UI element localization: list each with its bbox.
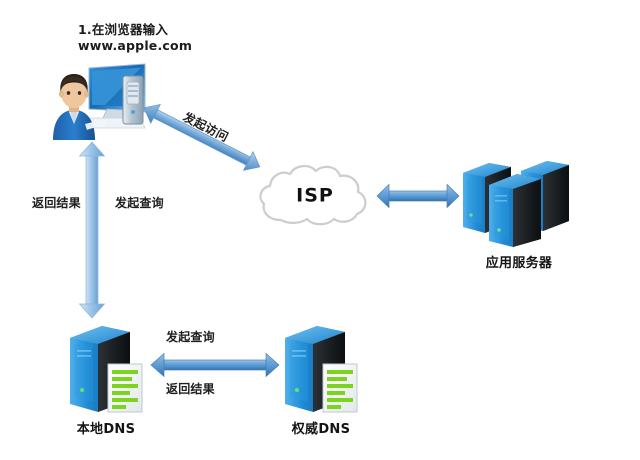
app-server-node[interactable]: [459, 155, 579, 251]
app-server-caption: 应用服务器: [485, 256, 553, 271]
server-document-icon: [70, 326, 143, 413]
edge-client-localdns-arrow: [78, 140, 106, 324]
isp-node[interactable]: ISP: [255, 158, 375, 234]
client-node[interactable]: [45, 62, 153, 140]
isp-label: ISP: [296, 184, 334, 207]
authoritative-dns-caption: 权威DNS: [291, 422, 351, 437]
server-stack-icon: [463, 161, 569, 247]
edge-localdns-return-label: 返回结果: [32, 196, 81, 210]
step-note-url: www.apple.com: [78, 38, 193, 53]
edge-isp-appserver-arrow: [376, 183, 460, 213]
cloud-icon: [259, 164, 367, 226]
local-dns-caption: 本地DNS: [76, 422, 136, 437]
authoritative-dns-node[interactable]: [273, 320, 369, 420]
edge-localdns-query-label: 发起查询: [115, 196, 164, 210]
edge-client-isp-arrow: [142, 100, 272, 179]
edge-dns-dns-arrow: [150, 352, 280, 382]
server-document-icon: [285, 326, 358, 413]
local-dns-node[interactable]: [58, 320, 154, 420]
step-note-line1: 1.在浏览器输入: [78, 22, 169, 37]
edge-dns-query-label: 发起查询: [166, 330, 215, 344]
edge-dns-return-label: 返回结果: [166, 382, 215, 396]
user-computer-icon: [53, 63, 146, 140]
